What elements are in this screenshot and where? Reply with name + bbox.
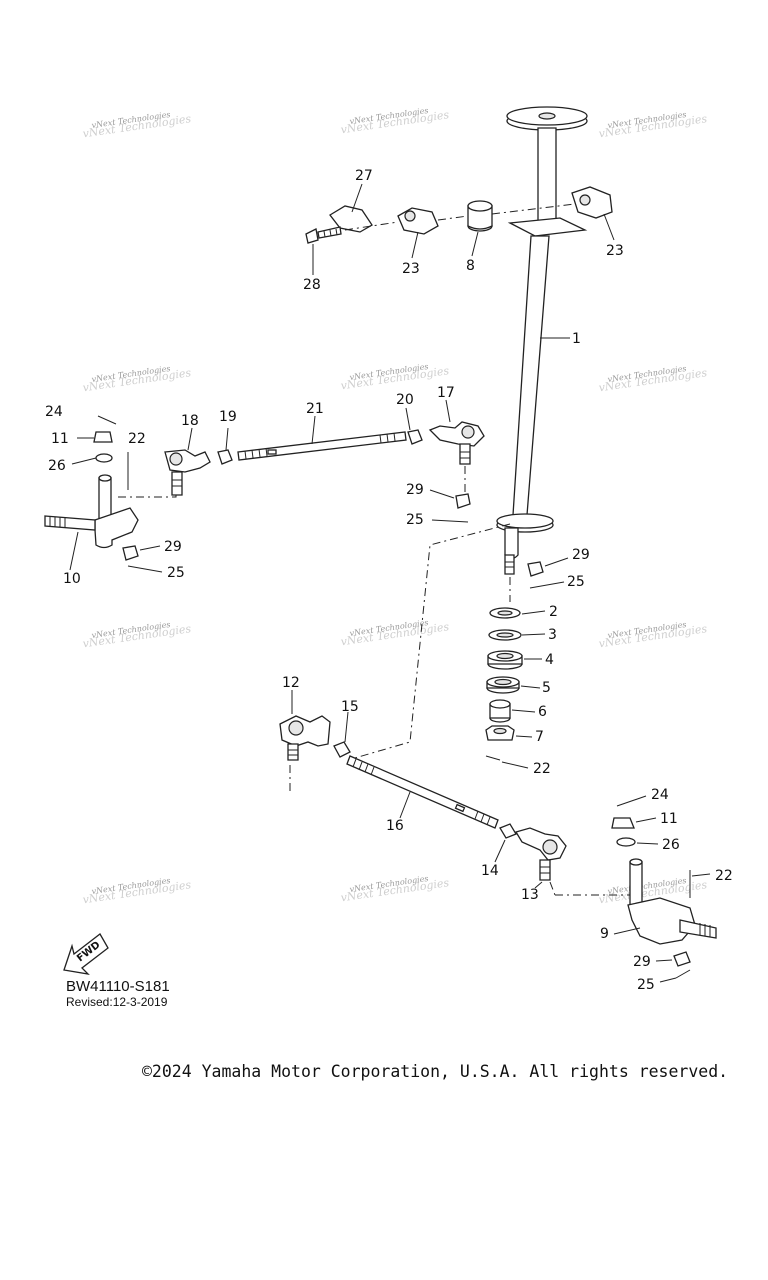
callout-16: 16 [386,818,404,834]
callout-8: 8 [466,258,475,274]
right-knuckle-assembly [611,795,717,983]
callout-1: 1 [572,331,581,347]
watermarks: vNext Technologies vNext Technologies vN… [82,106,708,906]
callout-14: 14 [481,863,499,879]
callout-20: 20 [396,392,414,408]
column-lower-parts [347,523,569,769]
callout-24-left: 24 [45,404,63,420]
callout-23-left: 23 [402,261,420,277]
diagram-code: BW41110-S181 [66,978,170,995]
callout-2: 2 [549,604,558,620]
callout-26-right: 26 [662,837,680,853]
steering-shaft [496,106,588,575]
callout-22-right: 22 [715,868,733,884]
callout-29-left: 29 [164,539,182,555]
revision-date: Revised:12-3-2019 [66,995,168,1009]
callout-26-left: 26 [48,458,66,474]
callout-4: 4 [545,652,554,668]
callout-18: 18 [181,413,199,429]
callout-12: 12 [282,675,300,691]
callout-21: 21 [306,401,324,417]
callout-25-right: 25 [567,574,585,590]
callout-29-upper: 29 [406,482,424,498]
callout-7: 7 [535,729,544,745]
callout-29-right: 29 [572,547,590,563]
callout-22-center: 22 [533,761,551,777]
callout-22-left: 22 [128,431,146,447]
callout-27: 27 [355,168,373,184]
callout-23-right: 23 [606,243,624,259]
left-knuckle-assembly [44,415,177,573]
lower-tie-rod [279,690,630,896]
callout-6: 6 [538,704,547,720]
callout-13: 13 [521,887,539,903]
callout-25-upper: 25 [406,512,424,528]
callout-11-left: 11 [51,431,69,447]
fwd-arrow-icon: FWD [63,933,109,975]
callout-9: 9 [600,926,609,942]
callout-25-lower: 25 [637,977,655,993]
callout-labels: 1 2 3 4 5 6 7 8 9 10 11 11 12 13 14 15 1… [45,168,733,993]
callout-11-right: 11 [660,811,678,827]
callout-29-lower: 29 [633,954,651,970]
copyright-notice: ©2024 Yamaha Motor Corporation, U.S.A. A… [142,1062,729,1081]
upper-joint-assembly [305,183,576,275]
callout-17: 17 [437,385,455,401]
universal-joint-right [571,186,615,241]
callout-25-left: 25 [167,565,185,581]
callout-3: 3 [548,627,557,643]
callout-5: 5 [542,680,551,696]
callout-19: 19 [219,409,237,425]
callout-24-right: 24 [651,787,669,803]
callout-28: 28 [303,277,321,293]
callout-15: 15 [341,699,359,715]
upper-tie-rod [164,399,485,523]
callout-10: 10 [63,571,81,587]
